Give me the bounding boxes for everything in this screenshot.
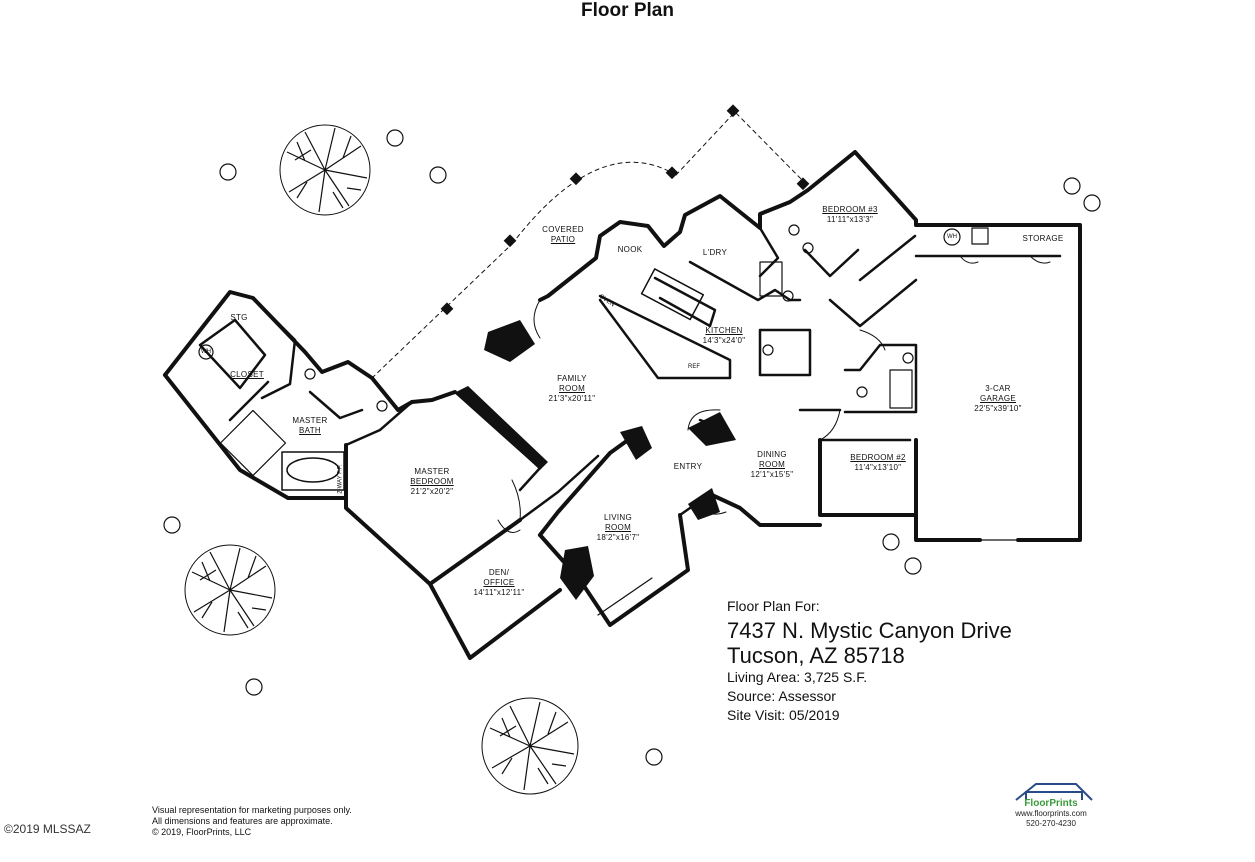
plant-icon bbox=[163, 129, 1101, 766]
bathtub-frame bbox=[281, 451, 345, 491]
label-wh-master: WH bbox=[201, 349, 211, 355]
source: Source: Assessor bbox=[727, 688, 836, 704]
label-ref: REF bbox=[688, 364, 700, 370]
bathtub bbox=[286, 457, 340, 483]
tree-icon bbox=[279, 124, 371, 216]
brand-name: FloorPrints bbox=[1024, 798, 1078, 809]
disclaimer: Visual representation for marketing purp… bbox=[152, 805, 352, 837]
living-area: Living Area: 3,725 S.F. bbox=[727, 669, 868, 685]
exterior-walls bbox=[163, 150, 1082, 660]
kitchen-island bbox=[640, 268, 705, 321]
label-nook: NOOK bbox=[617, 245, 643, 254]
address-line-1: 7437 N. Mystic Canyon Drive bbox=[727, 618, 1012, 643]
toilets bbox=[304, 224, 914, 412]
watermark: ©2019 MLSSAZ bbox=[4, 822, 91, 836]
tree-icon bbox=[184, 544, 276, 636]
utility-box bbox=[971, 227, 989, 245]
fireplace bbox=[456, 320, 736, 600]
label-entry: ENTRY bbox=[673, 462, 703, 471]
property-info: Floor Plan For: 7437 N. Mystic Canyon Dr… bbox=[727, 598, 1012, 725]
label-storage: STORAGE bbox=[1022, 234, 1064, 243]
patio-posts bbox=[440, 104, 810, 316]
info-label: Floor Plan For: bbox=[727, 598, 820, 614]
label-ldry: L'DRY bbox=[702, 248, 728, 257]
interior-walls bbox=[198, 226, 1062, 522]
brand-phone: 520-270-4230 bbox=[1026, 819, 1076, 828]
label-2way-fp: 2-WAY F.P. bbox=[337, 464, 344, 494]
label-wh: WH bbox=[947, 234, 957, 240]
label-stg: STG bbox=[230, 313, 248, 322]
label-closet: CLOSET bbox=[230, 370, 264, 379]
address-line-2: Tucson, AZ 85718 bbox=[727, 643, 905, 668]
tree-icon bbox=[481, 697, 579, 795]
brand-url: www.floorprints.com bbox=[1015, 809, 1087, 818]
shower-2 bbox=[889, 369, 913, 409]
windows bbox=[597, 514, 1019, 616]
page-title: Floor Plan bbox=[581, 0, 674, 21]
site-visit: Site Visit: 05/2019 bbox=[727, 707, 840, 723]
trees bbox=[163, 124, 1101, 795]
brand-block: FloorPrints www.floorprints.com 520-270-… bbox=[986, 798, 1116, 829]
covered-patio-outline bbox=[371, 111, 809, 379]
shower bbox=[219, 409, 287, 477]
doors bbox=[497, 255, 1051, 533]
water-heater-master bbox=[198, 344, 214, 360]
floorprints-logo-icon bbox=[1015, 783, 1093, 801]
shower-3 bbox=[759, 261, 783, 297]
water-heater bbox=[943, 228, 961, 246]
